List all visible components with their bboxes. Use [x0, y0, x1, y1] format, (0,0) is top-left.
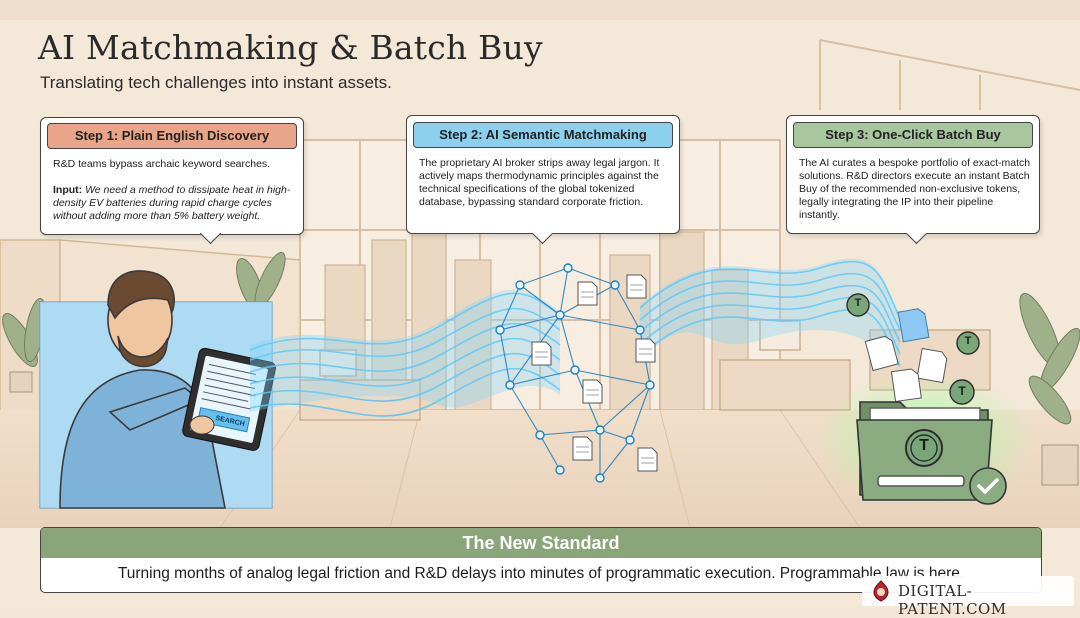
step-3-text: The AI curates a bespoke portfolio of ex…	[799, 157, 1031, 222]
step-2-title: Step 2: AI Semantic Matchmaking	[413, 122, 673, 148]
step-1-body: R&D teams bypass archaic keyword searche…	[53, 158, 297, 236]
page-title: AI Matchmaking & Batch Buy	[38, 28, 543, 67]
step-3-card: Step 3: One-Click Batch Buy The AI curat…	[786, 115, 1040, 234]
step-2-text: The proprietary AI broker strips away le…	[419, 157, 671, 209]
token-symbol: T	[848, 297, 868, 309]
step-2-body: The proprietary AI broker strips away le…	[419, 157, 671, 222]
step-1-card: Step 1: Plain English Discovery R&D team…	[40, 117, 304, 235]
seal-icon	[870, 579, 892, 603]
step-2-card: Step 2: AI Semantic Matchmaking The prop…	[406, 115, 680, 234]
token-symbol: T	[952, 384, 972, 398]
page-subtitle: Translating tech challenges into instant…	[40, 73, 392, 93]
step-1-title: Step 1: Plain English Discovery	[47, 123, 297, 149]
token-symbol: T	[914, 437, 934, 455]
step-1-input-label: Input:	[53, 184, 82, 196]
watermark: DIGITAL-PATENT.COM	[862, 576, 1074, 606]
step-1-input-text: We need a method to dissipate heat in hi…	[53, 184, 290, 222]
step-1-input: Input: We need a method to dissipate hea…	[53, 184, 297, 223]
watermark-text: DIGITAL-PATENT.COM	[898, 582, 1074, 618]
banner-title: The New Standard	[41, 528, 1041, 558]
step-1-text: R&D teams bypass archaic keyword searche…	[53, 158, 297, 171]
checkmark-icon	[970, 468, 1006, 504]
step-3-title: Step 3: One-Click Batch Buy	[793, 122, 1033, 148]
token-symbol: T	[958, 335, 978, 347]
